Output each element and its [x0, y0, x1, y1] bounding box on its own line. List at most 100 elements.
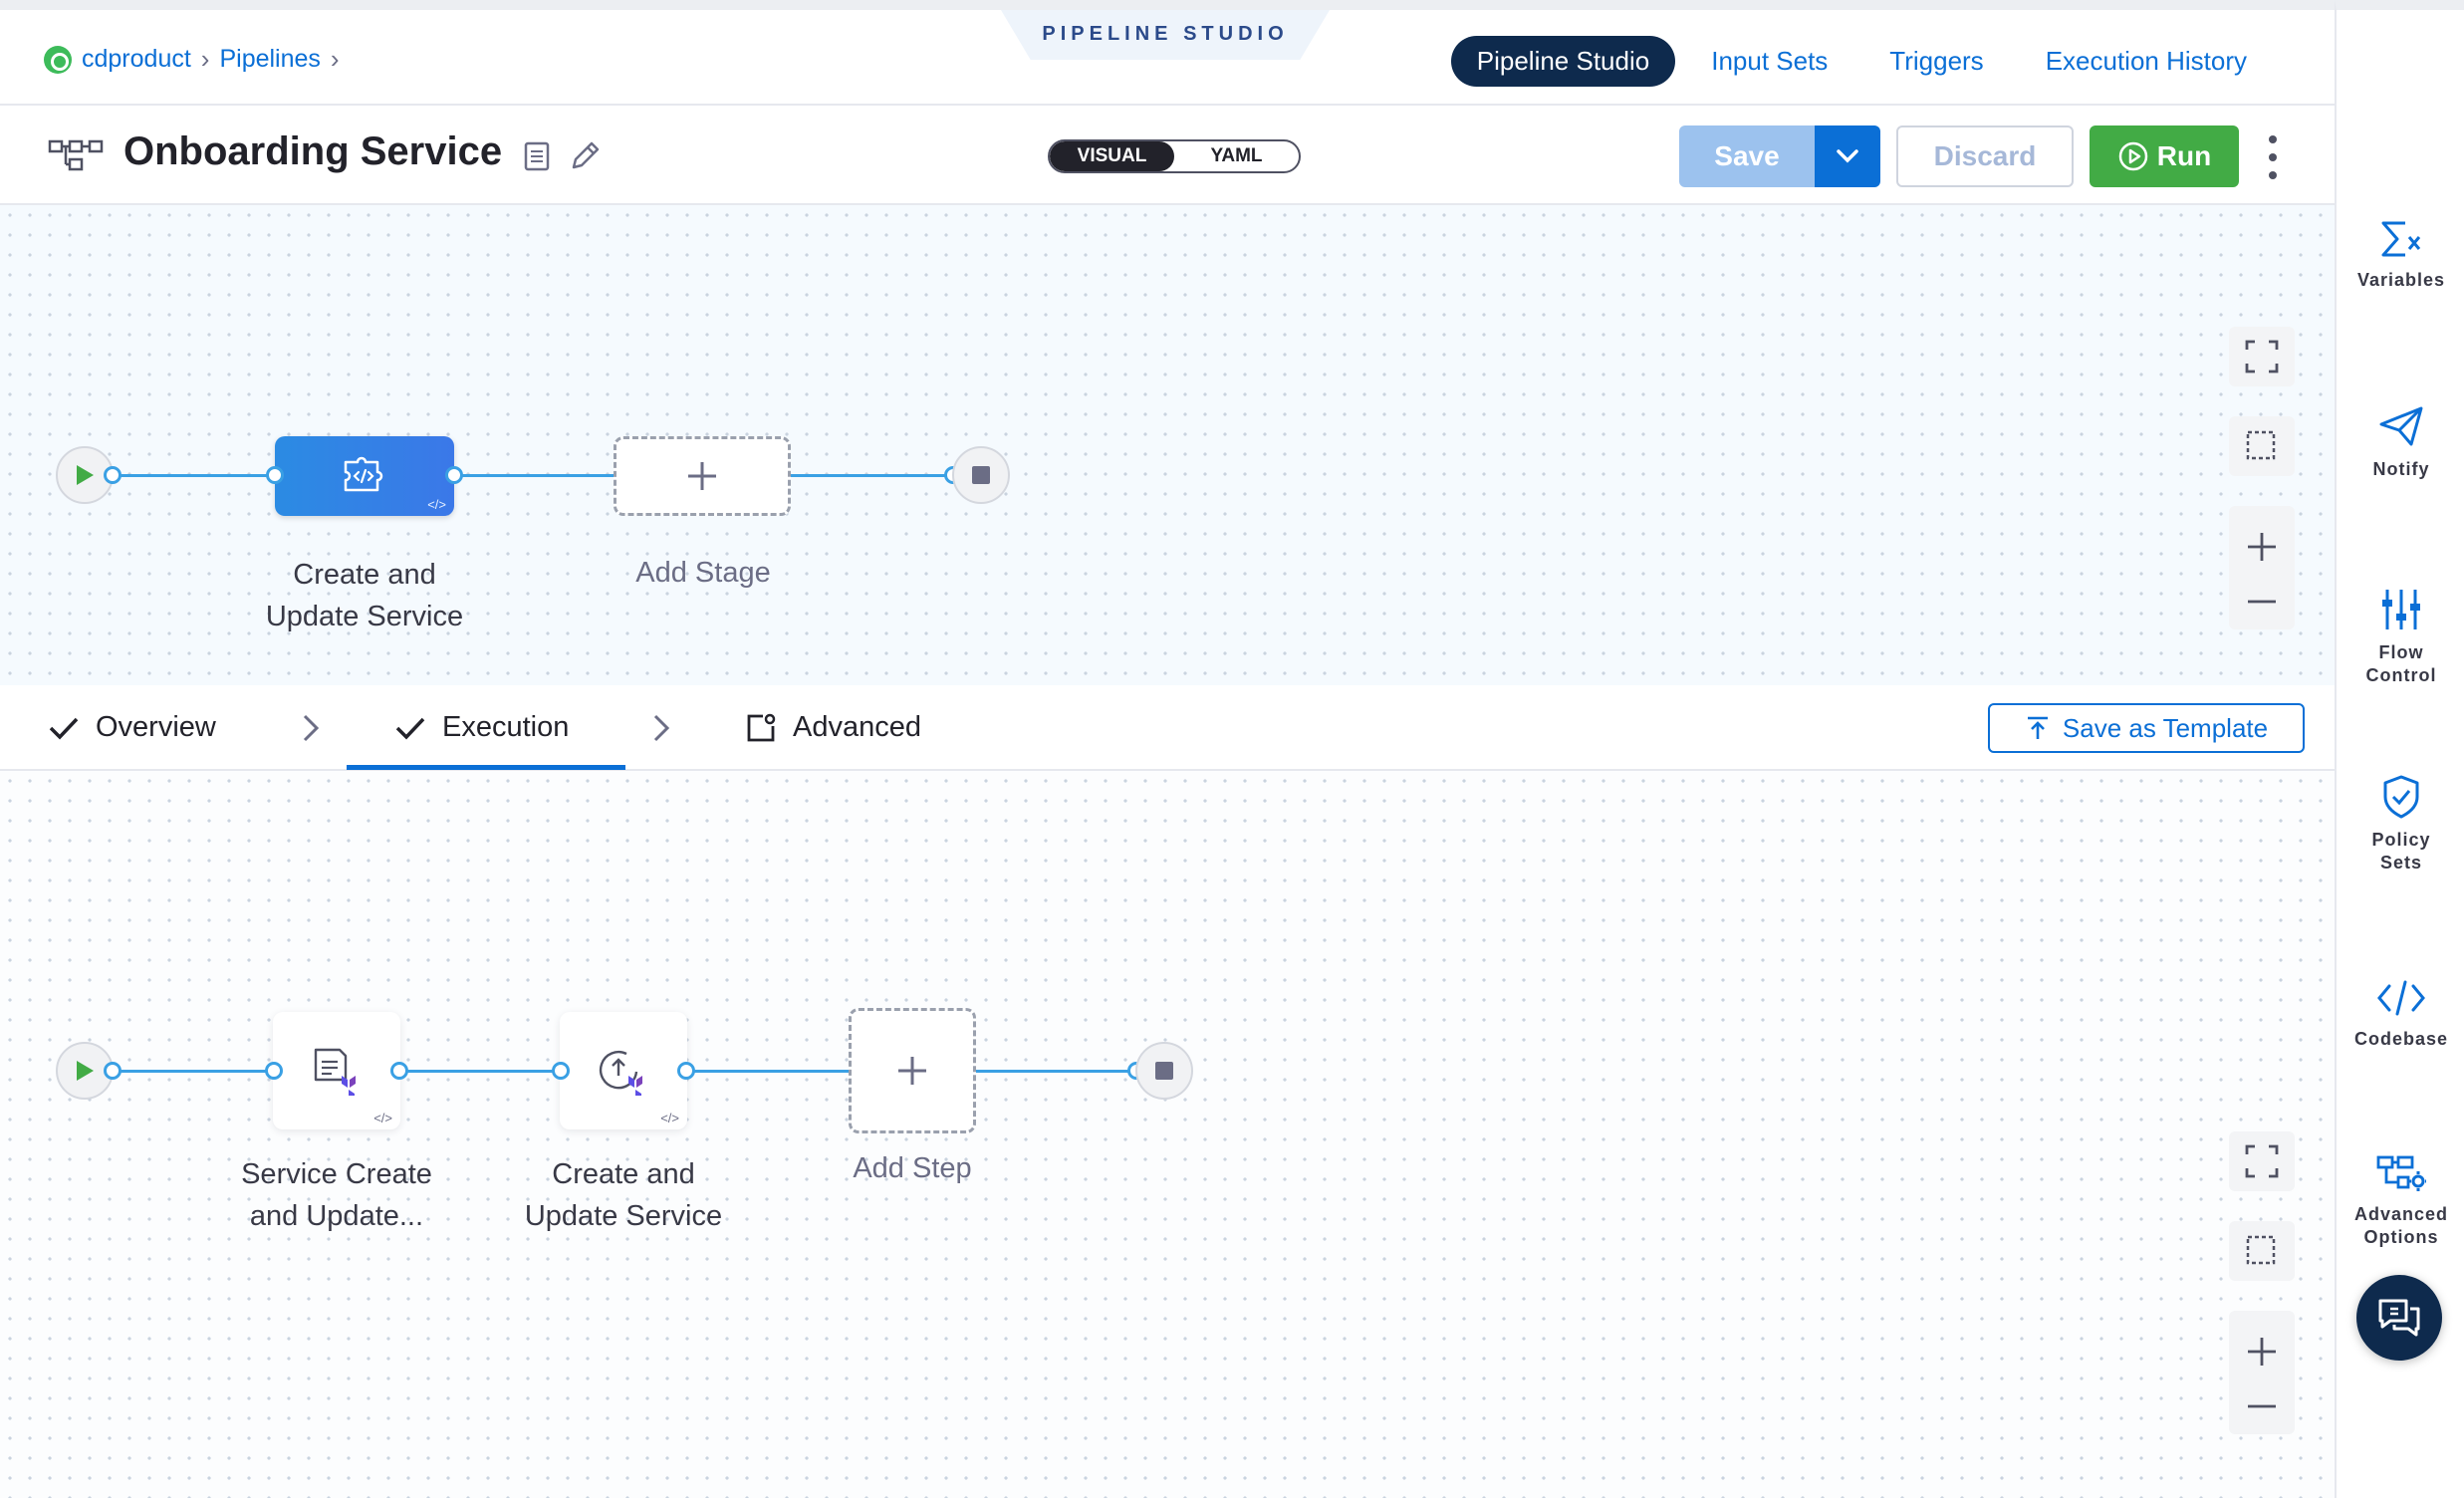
- sidebar-item-notify[interactable]: Notify: [2337, 404, 2464, 481]
- tab-triggers[interactable]: Triggers: [1863, 36, 2009, 87]
- project-icon: [44, 46, 72, 74]
- sidebar-item-variables[interactable]: Variables: [2337, 219, 2464, 292]
- help-chat-button[interactable]: [2356, 1275, 2442, 1361]
- pipeline-end-node: [952, 446, 1010, 504]
- breadcrumb-pipelines[interactable]: Pipelines: [219, 45, 320, 74]
- tab-advanced[interactable]: Advanced: [745, 711, 921, 744]
- sliders-icon: [2379, 588, 2423, 631]
- save-as-template-button[interactable]: Save as Template: [1988, 703, 2305, 753]
- fit-to-screen-icon[interactable]: [2229, 327, 2295, 386]
- zoom-out-icon[interactable]: [2246, 1403, 2278, 1409]
- play-icon: [75, 464, 95, 486]
- sigma-x-icon: [2377, 219, 2425, 259]
- stage-label-line: Create and: [215, 554, 514, 596]
- stage-tabs-bar: Overview Execution Advanced Save as Temp…: [0, 685, 2335, 771]
- save-button[interactable]: Save: [1679, 125, 1815, 187]
- select-area-icon[interactable]: [2229, 1221, 2295, 1281]
- tab-overview[interactable]: Overview: [48, 711, 216, 744]
- step-node-service-create-update[interactable]: </>: [273, 1012, 400, 1129]
- right-sidebar: Variables Notify Flow Control Policy Set…: [2335, 0, 2464, 1498]
- stage-output-port: [445, 466, 463, 484]
- advanced-options-icon: [2376, 1153, 2426, 1193]
- stage-label-line: Update Service: [215, 596, 514, 637]
- zoom-out-icon[interactable]: [2246, 599, 2278, 605]
- deploy-step-icon: [597, 1046, 650, 1096]
- add-step-label: Add Step: [793, 1147, 1032, 1189]
- upload-template-icon: [2025, 715, 2051, 741]
- tab-label: Advanced: [793, 711, 921, 744]
- discard-button[interactable]: Discard: [1896, 125, 2074, 187]
- add-stage-label: Add Stage: [584, 552, 823, 594]
- sidebar-item-label: Variables: [2337, 269, 2464, 292]
- add-stage-button[interactable]: [614, 436, 791, 516]
- page-title: Onboarding Service: [123, 129, 502, 174]
- step-node-create-update-service[interactable]: </>: [560, 1012, 687, 1129]
- breadcrumb-project[interactable]: cdproduct: [82, 45, 191, 74]
- sidebar-item-advanced-options[interactable]: Advanced Options: [2337, 1153, 2464, 1249]
- breadcrumb-separator-icon: ›: [201, 44, 210, 75]
- yaml-toggle-option[interactable]: YAML: [1174, 141, 1299, 171]
- sidebar-item-policy-sets[interactable]: Policy Sets: [2337, 775, 2464, 874]
- code-icon: </>: [660, 1111, 679, 1125]
- execution-end-node: [1135, 1042, 1193, 1100]
- flow-connector: [110, 474, 279, 477]
- execution-canvas[interactable]: </> Service Create and Update... </> Cre…: [0, 771, 2335, 1498]
- sidebar-item-flow-control[interactable]: Flow Control: [2337, 588, 2464, 687]
- flow-connector: [789, 474, 958, 477]
- description-icon[interactable]: [524, 141, 550, 171]
- zoom-in-icon[interactable]: [2246, 531, 2278, 563]
- select-area-icon[interactable]: [2229, 416, 2295, 476]
- stage-canvas[interactable]: </> Create and Update Service Add Stage: [0, 205, 2335, 685]
- pipeline-title-bar: Onboarding Service VISUAL YAML Save Disc…: [0, 106, 2335, 205]
- flow-connector: [974, 1070, 1135, 1073]
- flow-connector: [454, 474, 616, 477]
- sidebar-item-label: Codebase: [2337, 1028, 2464, 1051]
- step-output-port: [677, 1062, 695, 1080]
- tab-pipeline-studio[interactable]: Pipeline Studio: [1451, 36, 1675, 87]
- save-options-dropdown[interactable]: [1815, 125, 1880, 187]
- step-output-port: [390, 1062, 408, 1080]
- check-icon: [394, 715, 426, 741]
- chevron-right-icon: [301, 713, 321, 743]
- zoom-controls: [2229, 506, 2295, 629]
- flow-connector: [687, 1070, 851, 1073]
- stage-node-create-update-service[interactable]: </>: [275, 436, 454, 516]
- code-icon: </>: [373, 1111, 392, 1125]
- pipeline-icon: [48, 137, 104, 173]
- tab-input-sets[interactable]: Input Sets: [1685, 36, 1853, 87]
- sidebar-item-label: Advanced: [2337, 1203, 2464, 1226]
- start-port: [104, 466, 122, 484]
- more-options-icon[interactable]: [2263, 135, 2283, 179]
- run-button[interactable]: Run: [2090, 125, 2239, 187]
- edit-pencil-icon[interactable]: [570, 139, 602, 171]
- step-label-line: Create and: [474, 1153, 773, 1195]
- save-as-template-label: Save as Template: [2063, 713, 2268, 744]
- code-icon: </>: [427, 497, 446, 512]
- sidebar-item-label: Notify: [2337, 458, 2464, 481]
- fit-to-screen-icon[interactable]: [2229, 1131, 2295, 1191]
- run-label: Run: [2157, 140, 2211, 172]
- chevron-down-icon: [1837, 149, 1858, 163]
- advanced-settings-icon: [745, 712, 777, 744]
- sidebar-item-label: Control: [2337, 664, 2464, 687]
- top-header: cdproduct › Pipelines › PIPELINE STUDIO …: [0, 0, 2335, 106]
- sidebar-item-codebase[interactable]: Codebase: [2337, 978, 2464, 1051]
- zoom-controls: [2229, 1311, 2295, 1434]
- step-label-line: Update Service: [474, 1195, 773, 1237]
- flow-connector: [402, 1070, 562, 1073]
- code-icon: [2377, 978, 2425, 1018]
- zoom-in-icon[interactable]: [2246, 1336, 2278, 1368]
- chat-bubble-icon: [2376, 1297, 2422, 1339]
- step-input-port: [552, 1062, 570, 1080]
- sidebar-item-label: Options: [2337, 1226, 2464, 1249]
- execution-canvas-tools: [2229, 1131, 2295, 1434]
- add-step-button[interactable]: [849, 1008, 976, 1133]
- start-port: [104, 1062, 122, 1080]
- tab-execution[interactable]: Execution: [394, 711, 569, 744]
- play-circle-icon: [2117, 140, 2149, 172]
- chevron-right-icon: [651, 713, 671, 743]
- tab-label: Overview: [96, 711, 216, 744]
- stage-input-port: [266, 466, 284, 484]
- visual-toggle-option[interactable]: VISUAL: [1050, 141, 1174, 171]
- tab-execution-history[interactable]: Execution History: [2020, 36, 2273, 87]
